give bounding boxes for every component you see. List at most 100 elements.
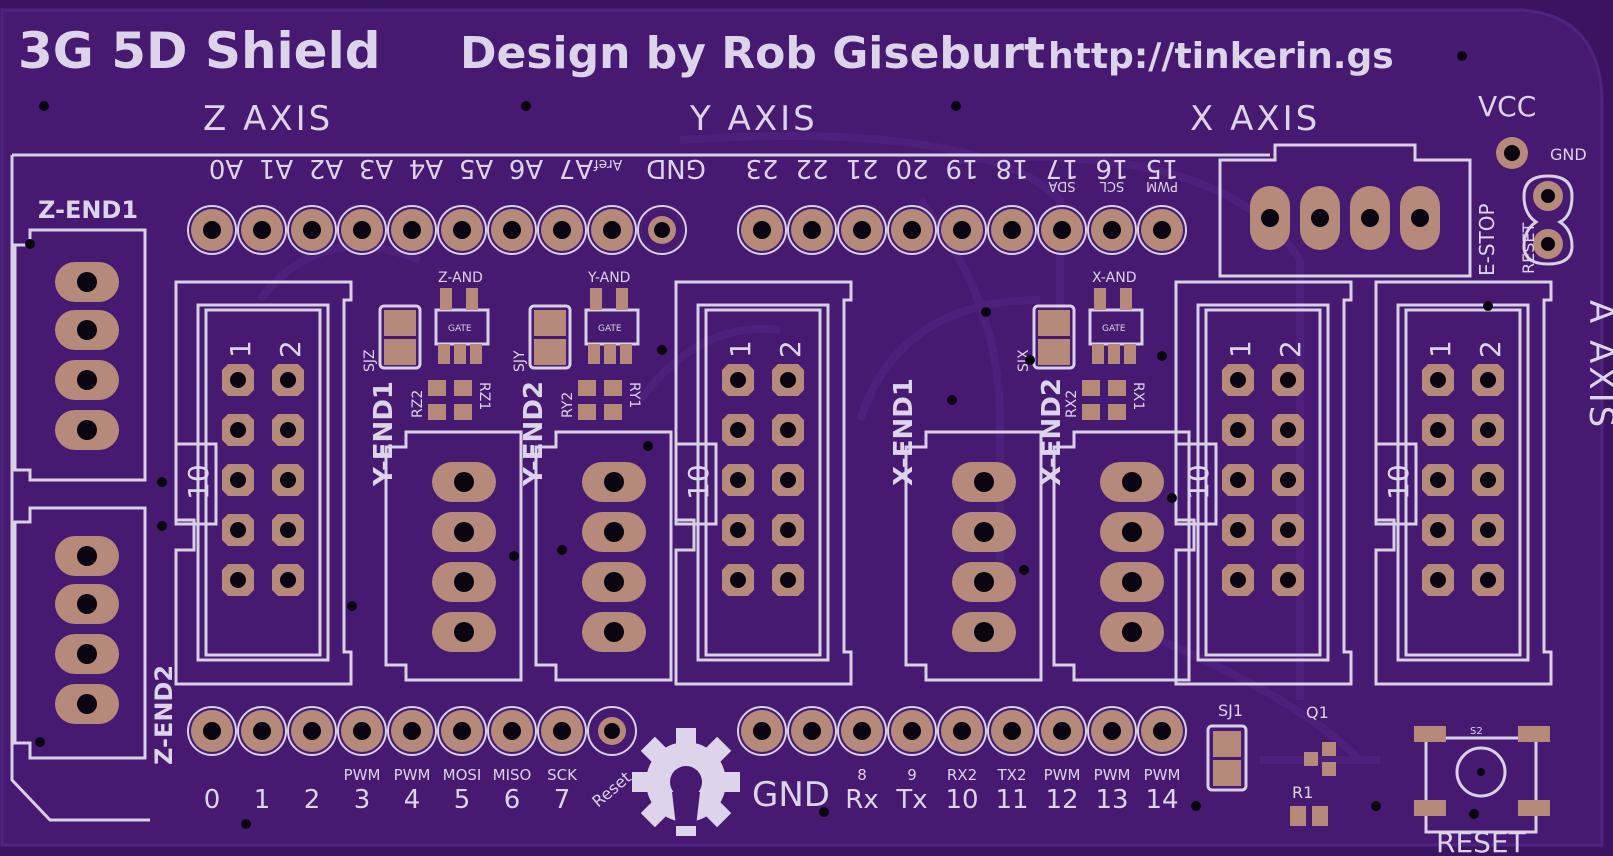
q1-label: Q1 <box>1306 703 1329 722</box>
estop-connector <box>1218 143 1472 278</box>
top-header-right <box>737 205 1187 255</box>
y-and-label: Y-AND <box>587 270 630 286</box>
z-end1-connector <box>13 228 147 482</box>
and-gate-x: X-AND GATE SJX RX2 RX1 <box>1016 270 1146 420</box>
yend2-connector: Y-END2 <box>519 381 673 682</box>
xend1-connector: X-END1 <box>889 378 1043 682</box>
idc-y-pin2-label: 2 <box>774 340 807 358</box>
bottom-right-pin-label: 13 <box>1095 785 1128 815</box>
top-left-pin-label: A7 <box>559 153 593 183</box>
rx2-label: RX2 <box>1064 390 1080 418</box>
idc-z-pin1-label: 1 <box>224 340 257 358</box>
bottom-right-pin-sublabel: PWM <box>1094 766 1131 784</box>
bottom-right-pin-sublabel: TX2 <box>997 766 1027 784</box>
idc-y-pin10-label: 10 <box>682 464 715 500</box>
x-gate-label: GATE <box>1102 324 1126 334</box>
top-left-pin-label: A1 <box>259 153 293 183</box>
z-end2-connector <box>13 506 147 760</box>
top-right-pin-sublabel: PWM <box>1146 178 1178 193</box>
x-and-label: X-AND <box>1092 270 1136 286</box>
bottom-right-pin-sublabel: 8 <box>857 766 867 784</box>
top-right-pin-label: 21 <box>845 153 878 183</box>
bottom-left-pin-sublabel: PWM <box>344 766 381 784</box>
xend2-label: X-END2 <box>1037 378 1067 486</box>
and-gate-y: Y-AND GATE SJY RY2 RY1 <box>512 270 642 420</box>
top-left-pin-label: Aref <box>593 156 623 172</box>
idc-y-pin1-label: 1 <box>724 340 757 358</box>
bottom-right-pin-sublabel: RX2 <box>947 766 977 784</box>
reset-switch[interactable] <box>1424 736 1538 834</box>
ry1-label: RY1 <box>626 382 642 408</box>
z-end2-label: Z-END2 <box>150 665 178 765</box>
top-left-pin-label: A3 <box>359 153 393 183</box>
reset-button-label: RESET <box>1436 826 1527 856</box>
xend2-connector: X-END2 <box>1037 378 1191 682</box>
idc-z-pin10-label: 10 <box>182 464 215 500</box>
x-axis-label: X AXIS <box>1190 99 1320 139</box>
bottom-right-pin-label: Rx <box>845 785 878 815</box>
sjz-label: SJZ <box>362 349 378 372</box>
top-right-pin-label: 17 <box>1045 153 1078 183</box>
y-gate-label: GATE <box>598 324 622 334</box>
bottom-left-pin-label: 1 <box>254 785 271 815</box>
z-and-label: Z-AND <box>438 270 483 286</box>
bottom-header-left <box>187 706 637 756</box>
top-left-pin-label: A4 <box>409 153 443 183</box>
bottom-header-right <box>737 706 1187 756</box>
reset-label-small: RESET <box>1519 223 1538 274</box>
rz1-label: RZ1 <box>476 382 492 410</box>
top-header-left <box>187 205 687 255</box>
rx1-label: RX1 <box>1130 382 1146 410</box>
top-right-pin-label: 23 <box>745 153 778 183</box>
bottom-left-pin-sublabel: PWM <box>394 766 431 784</box>
sjx-label: SJX <box>1016 349 1032 372</box>
designer-url: http://tinkerin.gs <box>1048 36 1394 77</box>
y-axis-label: Y AXIS <box>689 99 818 139</box>
vias <box>25 51 1493 829</box>
bottom-right-pin-label: 11 <box>995 785 1028 815</box>
bottom-right-pin-label: Tx <box>895 785 927 815</box>
top-right-pin-label: 16 <box>1095 153 1128 183</box>
top-left-pin-label: GND <box>646 153 706 183</box>
bottom-left-pin-label: 2 <box>304 785 321 815</box>
gnd-label-power: GND <box>1550 145 1587 164</box>
sj1-label: SJ1 <box>1218 701 1243 720</box>
bottom-left-pin-label: 0 <box>204 785 221 815</box>
top-right-pin-sublabel: SDA <box>1048 178 1075 193</box>
estop-pins <box>1250 186 1440 250</box>
top-right-pin-label: 19 <box>945 153 978 183</box>
idc-a-pin1-label: 1 <box>1424 340 1457 358</box>
ry2-label: RY2 <box>560 392 576 418</box>
z-axis-label: Z AXIS <box>203 99 333 139</box>
bottom-right-pin-sublabel: PWM <box>1044 766 1081 784</box>
top-right-pin-label: 22 <box>795 153 828 183</box>
top-left-pin-label: A0 <box>209 153 243 183</box>
bottom-right-pin-sublabel: PWM <box>1144 766 1181 784</box>
bottom-left-pin-sublabel: SCK <box>547 766 578 784</box>
yend2-label: Y-END2 <box>519 381 549 487</box>
sjy-label: SJY <box>512 350 528 372</box>
idc-x-pin10-label: 10 <box>1182 464 1215 500</box>
idc-x-pin1-label: 1 <box>1224 340 1257 358</box>
bottom-left-pin-sublabel: MISO <box>493 766 532 784</box>
idc-a-pin2-label: 2 <box>1474 340 1507 358</box>
yend1-label: Y-END1 <box>369 381 399 487</box>
top-left-pin-label: A6 <box>509 153 543 183</box>
r1-label: R1 <box>1292 783 1313 802</box>
idc-a-pin10-label: 10 <box>1382 464 1415 500</box>
bottom-left-pin-label: 4 <box>404 785 421 815</box>
top-left-pin-label: A2 <box>309 153 343 183</box>
estop-label: E-STOP <box>1475 203 1499 276</box>
sj1-jumper <box>1206 724 1248 792</box>
bottom-right-pin-label: 12 <box>1045 785 1078 815</box>
s2-label: S2 <box>1470 726 1483 737</box>
yend1-connector: Y-END1 <box>369 381 523 682</box>
board-title: 3G 5D Shield <box>18 22 381 80</box>
top-right-pin-label: 20 <box>895 153 928 183</box>
top-left-pin-label: A5 <box>459 153 493 183</box>
